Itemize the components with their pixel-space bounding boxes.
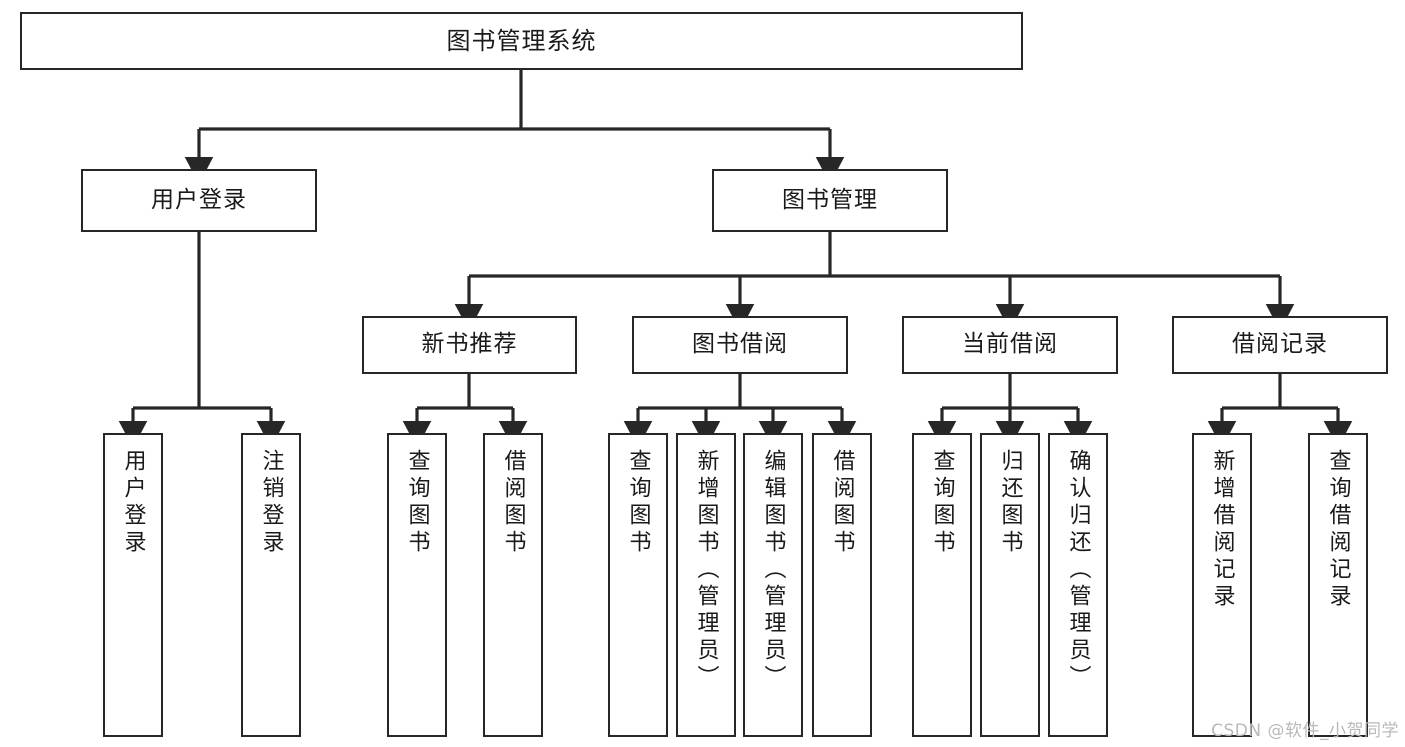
- watermark: CSDN @软件_小贺同学: [1211, 721, 1399, 741]
- node-leaf-borrow-book-recommend[interactable]: 借阅图书: [483, 433, 543, 737]
- node-leaf-query-book-current[interactable]: 查询图书: [912, 433, 972, 737]
- node-leaf-query-book-recommend[interactable]: 查询图书: [387, 433, 447, 737]
- node-current-borrow-label: 当前借阅: [962, 331, 1058, 358]
- node-borrow-record[interactable]: 借阅记录: [1172, 316, 1388, 374]
- node-leaf-return-book[interactable]: 归还图书: [980, 433, 1040, 737]
- node-leaf-add-borrow-record-label: 新增借阅记录: [1209, 449, 1235, 611]
- node-leaf-query-book-current-label: 查询图书: [929, 449, 955, 557]
- node-root-system-label: 图书管理系统: [446, 26, 597, 55]
- node-book-management-label: 图书管理: [782, 186, 878, 213]
- node-leaf-borrow-book-recommend-label: 借阅图书: [500, 449, 526, 557]
- node-borrow-record-label: 借阅记录: [1232, 331, 1328, 358]
- node-leaf-query-borrow-record-label: 查询借阅记录: [1325, 449, 1351, 611]
- node-current-borrow[interactable]: 当前借阅: [902, 316, 1118, 374]
- node-leaf-edit-book-admin[interactable]: 编辑图书（管理员）: [743, 433, 803, 737]
- node-book-borrow-label: 图书借阅: [692, 331, 788, 358]
- node-book-borrow[interactable]: 图书借阅: [632, 316, 848, 374]
- node-leaf-return-book-label: 归还图书: [997, 449, 1023, 557]
- node-book-management[interactable]: 图书管理: [712, 169, 948, 232]
- node-leaf-add-book-admin-label: 新增图书（管理员）: [693, 449, 719, 692]
- node-root-system[interactable]: 图书管理系统: [20, 12, 1023, 70]
- node-leaf-confirm-return-admin-label: 确认归还（管理员）: [1065, 449, 1091, 692]
- node-new-book-recommend[interactable]: 新书推荐: [362, 316, 577, 374]
- node-leaf-query-borrow-record[interactable]: 查询借阅记录: [1308, 433, 1368, 737]
- node-leaf-query-book-borrow-label: 查询图书: [625, 449, 651, 557]
- node-leaf-confirm-return-admin[interactable]: 确认归还（管理员）: [1048, 433, 1108, 737]
- node-leaf-query-book-recommend-label: 查询图书: [404, 449, 430, 557]
- node-leaf-user-login[interactable]: 用户登录: [103, 433, 163, 737]
- node-leaf-add-borrow-record[interactable]: 新增借阅记录: [1192, 433, 1252, 737]
- node-leaf-add-book-admin[interactable]: 新增图书（管理员）: [676, 433, 736, 737]
- node-leaf-borrow-book[interactable]: 借阅图书: [812, 433, 872, 737]
- node-leaf-query-book-borrow[interactable]: 查询图书: [608, 433, 668, 737]
- node-leaf-edit-book-admin-label: 编辑图书（管理员）: [760, 449, 786, 692]
- node-leaf-borrow-book-label: 借阅图书: [829, 449, 855, 557]
- node-leaf-logout[interactable]: 注销登录: [241, 433, 301, 737]
- node-new-book-recommend-label: 新书推荐: [421, 331, 518, 358]
- node-user-login-label: 用户登录: [151, 186, 247, 213]
- node-user-login[interactable]: 用户登录: [81, 169, 317, 232]
- node-leaf-user-login-label: 用户登录: [120, 449, 146, 557]
- node-leaf-logout-label: 注销登录: [258, 449, 284, 557]
